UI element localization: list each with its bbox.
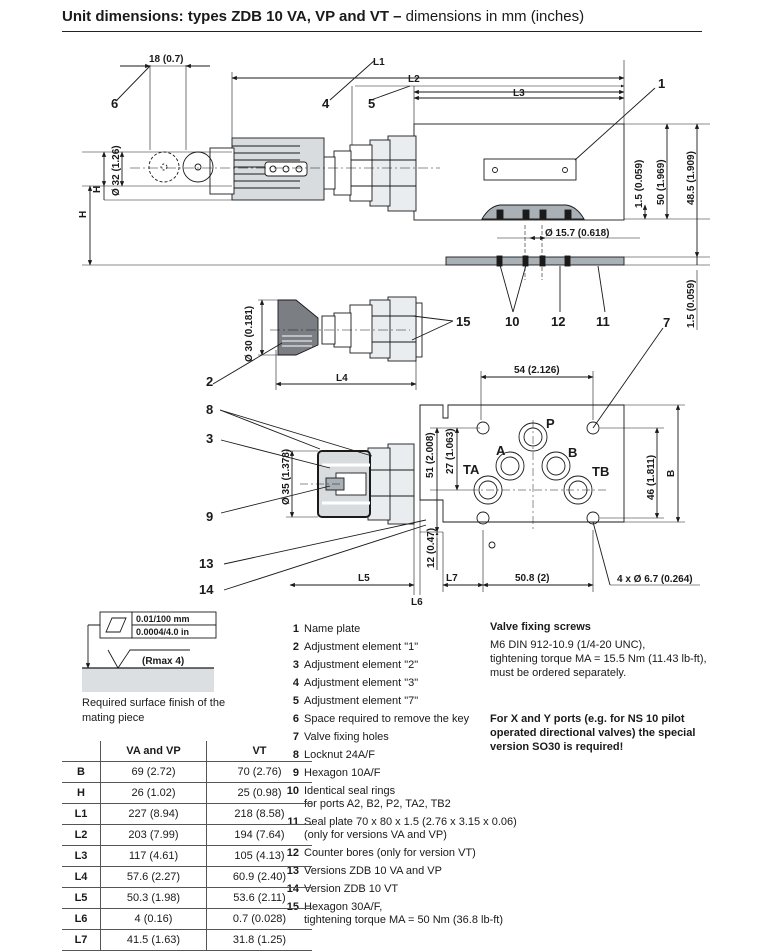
dim-51: 51 (2.008) [425,432,436,478]
fixing-screws-line3: must be ordered separately. [490,667,627,679]
dim-d30: Ø 30 (0.181) [244,306,255,362]
callout-12: 12 [551,314,565,329]
dim-holes: 4 x Ø 6.7 (0.264) [617,574,693,585]
tolerance-in: 0.0004/4.0 in [136,627,189,637]
callout-10: 10 [505,314,519,329]
fixing-screws-heading: Valve fixing screws [490,621,591,633]
callout-14: 14 [199,582,214,597]
dim-d15-7: Ø 15.7 (0.618) [545,228,609,239]
table-header-row: VA and VP VT [62,741,312,762]
roughness-rmax: (Rmax 4) [142,656,184,667]
table-header-key [62,741,101,762]
dim-d35: Ø 35 (1.378) [281,449,292,505]
dim-L4: L4 [336,373,348,384]
table-header-va: VA and VP [100,741,207,762]
fixing-screws-line2: tightening torque MA = 15.5 Nm (11.43 lb… [490,653,707,665]
dim-1-5-a: 1.5 (0.059) [634,160,645,208]
dim-L2: L2 [408,74,420,85]
title-rule [62,31,702,32]
callout-13: 13 [199,556,213,571]
title-bold: Unit dimensions: types ZDB 10 VA, VP and… [62,8,402,25]
fixing-screws-line1: M6 DIN 912-10.9 (1/4-20 UNC), [490,639,646,651]
dim-L6: L6 [411,597,423,608]
port-B: B [568,445,577,460]
callout-8: 8 [206,402,213,417]
dim-27: 27 (1.063) [445,428,456,474]
port-A: A [496,443,506,458]
dim-H-outer: H [78,211,89,218]
callout-4: 4 [322,96,330,111]
callout-5: 5 [368,96,375,111]
dim-L5: L5 [358,573,370,584]
port-TB: TB [592,464,609,479]
dim-18: 18 (0.7) [149,54,183,65]
dim-50-8: 50.8 (2) [515,573,549,584]
dim-1-5-b: 1.5 (0.059) [686,280,697,328]
callout-3: 3 [206,431,213,446]
callout-7: 7 [663,315,670,330]
dim-54: 54 (2.126) [514,365,560,376]
callout-6: 6 [111,96,118,111]
dim-d32: Ø 32 (1.26) [111,145,122,196]
dim-50: 50 (1.969) [656,159,667,205]
dim-L7: L7 [446,573,458,584]
dim-L1: L1 [373,57,385,68]
callout-2: 2 [206,374,213,389]
dim-48-5: 48.5 (1.909) [686,151,697,205]
port-P: P [546,416,555,431]
dim-H-inner: H [92,186,103,193]
tolerance-mm: 0.01/100 mm [136,614,190,624]
dim-B: B [666,470,677,477]
callout-15: 15 [456,314,470,329]
special-version-note: For X and Y ports (e.g. for NS 10 pilot … [490,713,696,753]
dim-L3: L3 [513,88,525,99]
surface-finish-caption: Required surface finish of the mating pi… [82,697,226,724]
table-header-vt: VT [206,741,312,762]
port-TA: TA [463,462,480,477]
dim-46: 46 (1.811) [646,455,657,500]
fixing-screws-section: Valve fixing screws M6 DIN 912-10.9 (1/4… [490,620,740,680]
title-thin: dimensions in mm (inches) [401,8,585,25]
callout-9: 9 [206,509,213,524]
dim-12: 12 (0.47) [426,528,437,568]
callout-1: 1 [658,76,665,91]
callout-11: 11 [596,314,610,329]
page-title: Unit dimensions: types ZDB 10 VA, VP and… [62,8,584,25]
